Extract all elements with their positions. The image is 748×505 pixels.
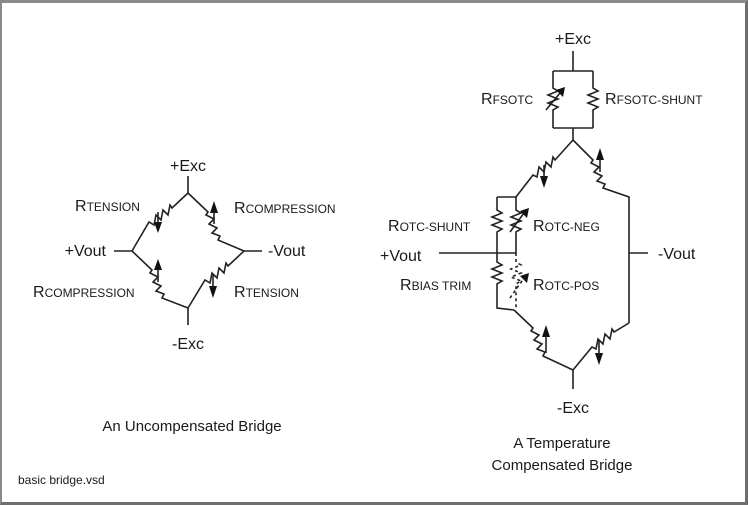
arrow-up-icon — [154, 259, 162, 270]
bottom-node-label: -Exc — [557, 400, 589, 417]
right-node-label: -Vout — [268, 243, 306, 260]
resistor-arm-lower-left — [513, 309, 574, 371]
arrow-stem — [509, 277, 525, 299]
bottom-node-label: -Exc — [172, 336, 204, 353]
resistor-r-compression-lower — [131, 250, 189, 309]
arrow-variable-icon — [556, 87, 565, 97]
arrow-down-icon — [154, 222, 162, 233]
resistor-label-r-tension-lower: RTENSION — [234, 284, 299, 301]
resistor-label-r-otc-shunt: ROTC-SHUNT — [388, 218, 471, 235]
resistor-label-r-otc-pos: ROTC-POS — [533, 277, 599, 294]
arrow-stem — [509, 212, 525, 233]
resistor-label-r-tension-upper: RTENSION — [75, 198, 140, 215]
arrow-stem — [545, 92, 561, 111]
arrow-variable-icon — [520, 208, 529, 218]
arrow-down-icon — [209, 286, 217, 298]
resistor-label-r-otc-neg: ROTC-NEG — [533, 218, 600, 235]
resistor-r-tension-lower — [187, 250, 245, 309]
resistor-r-fsotc — [545, 71, 561, 128]
resistor-label-r-fsotc: RFSOTC — [481, 91, 534, 108]
arrow-up-icon — [542, 325, 550, 337]
filename-label: basic bridge.vsd — [18, 473, 105, 487]
left-node-label: +Vout — [65, 243, 107, 260]
resistor-label-r-fsotc-shunt: RFSOTC-SHUNT — [605, 91, 703, 108]
resistor-label-r-compression-lower: RCOMPRESSION — [33, 284, 135, 301]
resistor-arm-upper-right — [572, 139, 630, 323]
resistor-r-tension-upper — [131, 192, 189, 252]
resistor-arm-lower-right — [572, 322, 630, 371]
right-bridge-title-line2: Compensated Bridge — [492, 457, 633, 474]
resistor-label-r-bias-trim: RBIAS TRIM — [400, 277, 471, 294]
left-node-label: +Vout — [380, 248, 422, 265]
arrow-up-icon — [596, 148, 604, 160]
resistor-r-otc-neg — [508, 197, 524, 253]
arrow-down-icon — [595, 353, 603, 365]
resistor-r-compression-upper — [187, 192, 245, 252]
arrow-down-icon — [540, 176, 548, 188]
top-node-label: +Exc — [170, 158, 206, 175]
resistor-arm-upper-left — [515, 139, 574, 198]
left-bridge-title: An Uncompensated Bridge — [102, 418, 281, 435]
compensated-bridge: +Exc -Exc +Vout -Vout RFSOTC RFSOTC-SHUN… — [380, 31, 703, 474]
resistor-label-r-compression-upper: RCOMPRESSION — [234, 200, 336, 217]
arrow-up-icon — [210, 201, 218, 213]
resistor-r-fsotc-shunt — [585, 71, 601, 128]
right-node-label: -Vout — [658, 246, 696, 263]
top-node-label: +Exc — [555, 31, 591, 48]
right-bridge-title-line1: A Temperature — [513, 435, 610, 452]
arrow-variable-icon — [520, 273, 529, 283]
uncompensated-bridge: +Exc -Exc +Vout -Vout RTENSION RCOMPRESS… — [33, 158, 336, 435]
resistor-r-otc-pos — [508, 253, 524, 308]
